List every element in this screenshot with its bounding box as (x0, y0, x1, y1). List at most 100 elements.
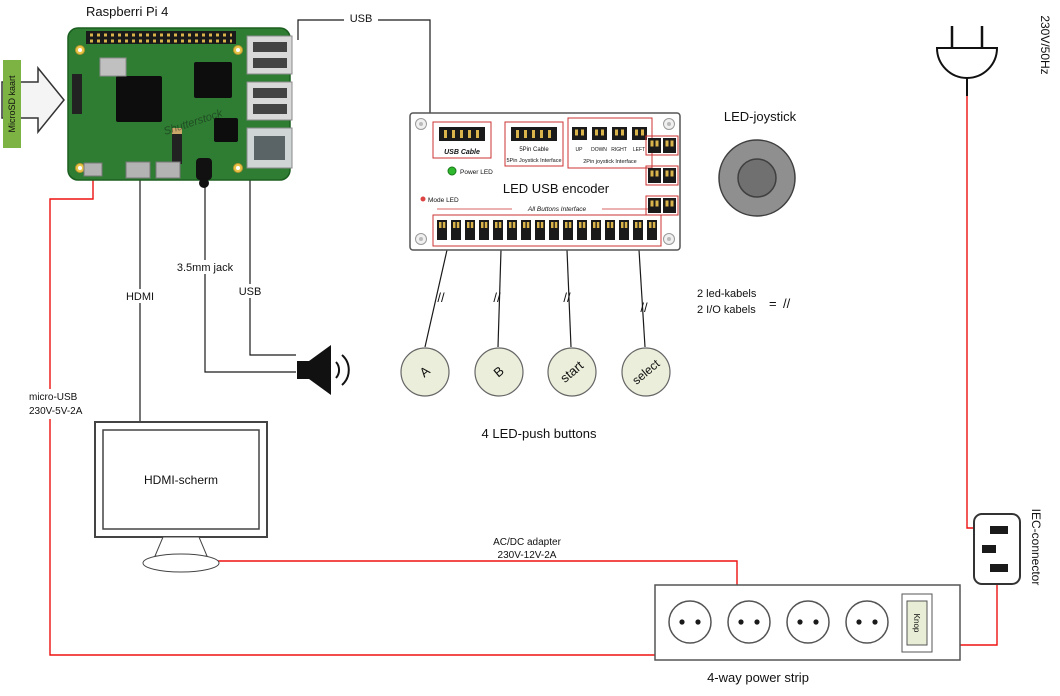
pin-connector-icon (479, 220, 489, 240)
power-wire-mains-to-iec (966, 95, 974, 529)
cable-legend: 2 led-kabels 2 I/O kabels = // (697, 288, 791, 316)
pin-connector-icon (648, 138, 661, 153)
pin-connector-icon (648, 168, 661, 183)
camera-connector (172, 128, 182, 164)
monitor-stand (154, 536, 208, 557)
usb-top-label-bg (344, 11, 378, 24)
encoder-board (409, 112, 681, 251)
legend-equals: = (769, 296, 777, 311)
dir-right-label: RIGHT (611, 147, 627, 153)
usb-port-block (246, 81, 293, 121)
mount-hole-inner (236, 166, 240, 170)
pin5-group-box (504, 121, 564, 167)
socket-pin (695, 619, 701, 625)
button-select (621, 347, 671, 397)
monitor-label: HDMI-scherm (144, 473, 218, 487)
microsd-label: MicroSD kaart (7, 75, 17, 133)
slash-mark-4: // (640, 300, 648, 315)
iec-slot (990, 564, 1008, 572)
micro-hdmi-port (125, 161, 151, 179)
screw-center (419, 237, 423, 241)
usb-speaker-wire (249, 180, 296, 356)
mode-led-icon (420, 196, 426, 202)
screw-center (667, 237, 671, 241)
button-a (400, 347, 450, 397)
button-b (474, 347, 524, 397)
usb-cable-group-box (432, 121, 492, 159)
pin-connector-icon (563, 220, 573, 240)
usb-slot (253, 104, 287, 114)
socket-pin (872, 619, 878, 625)
gpio-header (86, 31, 236, 44)
dir-left-label: LEFT (633, 147, 645, 153)
ram-chip (194, 62, 232, 98)
pin-connector-icon (549, 220, 559, 240)
pin2-connector-icon (572, 127, 587, 140)
pin-connector-icon (619, 220, 629, 240)
monitor-base (142, 553, 220, 573)
pin-connector-icon (437, 220, 447, 240)
led-usb-encoder: USB Cable 5Pin Cable 5Pin Joystick Inter… (409, 112, 681, 251)
pin-connector-icon (633, 220, 643, 240)
usbc-power-port (83, 162, 103, 177)
sound-wave-small (335, 361, 340, 379)
power-led-label: Power LED (460, 169, 493, 176)
usb-port-block (246, 35, 293, 75)
pin-connector-icon (605, 220, 615, 240)
mount-hole-inner (236, 48, 240, 52)
power-wire-strip-to-pi (49, 176, 655, 656)
mount-hole-inner (78, 166, 82, 170)
all-buttons-row-box (432, 214, 662, 247)
pi-title: Raspberri Pi 4 (86, 4, 168, 19)
speaker-cone (309, 345, 331, 395)
wifi-module (99, 57, 127, 77)
socket-icon (668, 600, 712, 644)
pin2-iface-label: 2Pin joystick Interface (583, 159, 637, 165)
av-jack-port (196, 158, 212, 180)
buttons-caption: 4 LED-push buttons (482, 426, 597, 441)
usb-speaker-label: USB (239, 286, 262, 298)
pin-connector-icon (535, 220, 545, 240)
mains-plug-icon (935, 26, 999, 96)
camera-connector-tab (172, 128, 182, 134)
pin-connector-icon (647, 220, 657, 240)
joystick-conn-box (645, 165, 679, 186)
pin-connector-icon (507, 220, 517, 240)
pin2-connector-icon (592, 127, 607, 140)
legend-line-2: 2 I/O kabels (697, 304, 756, 316)
power-led-icon (447, 166, 457, 176)
usb-cable-connector-icon (439, 127, 485, 141)
pin5-iface-label: 5Pin Joystick Interface (506, 158, 561, 164)
speaker-body (297, 361, 310, 379)
slash-mark-3: // (563, 290, 571, 305)
pin5-cable-label: 5Pin Cable (519, 147, 549, 153)
plug-body (935, 47, 999, 79)
legend-slash: // (783, 296, 791, 311)
micro-usb-label-bg (25, 389, 85, 419)
slash-mark-1: // (437, 290, 445, 305)
display-connector (72, 74, 82, 114)
usb-wire-pi-to-encoder (297, 19, 431, 113)
socket-icon (727, 600, 771, 644)
screw-center (419, 122, 423, 126)
pin2-connector-icon (632, 127, 647, 140)
iec-slot (990, 526, 1008, 534)
button-b-wire (497, 249, 502, 348)
joystick-ball (737, 158, 777, 198)
mode-led-label: Mode LED (428, 197, 459, 204)
hdmi-label: HDMI (126, 291, 154, 303)
monitor-screen (102, 429, 260, 530)
usb-slot (253, 88, 287, 98)
micro-usb-label-2: 230V-5V-2A (29, 406, 83, 417)
usb-cable-label: USB Cable (444, 149, 480, 156)
socket-icon (786, 600, 830, 644)
strip-switch (906, 600, 928, 646)
socket-pin (797, 619, 803, 625)
pin5-connector-icon (511, 127, 557, 141)
strip-switch-label: Knop (912, 614, 921, 633)
ethernet-slot (254, 136, 285, 160)
power-strip-label: 4-way power strip (707, 670, 809, 685)
usb-slot (253, 42, 287, 52)
